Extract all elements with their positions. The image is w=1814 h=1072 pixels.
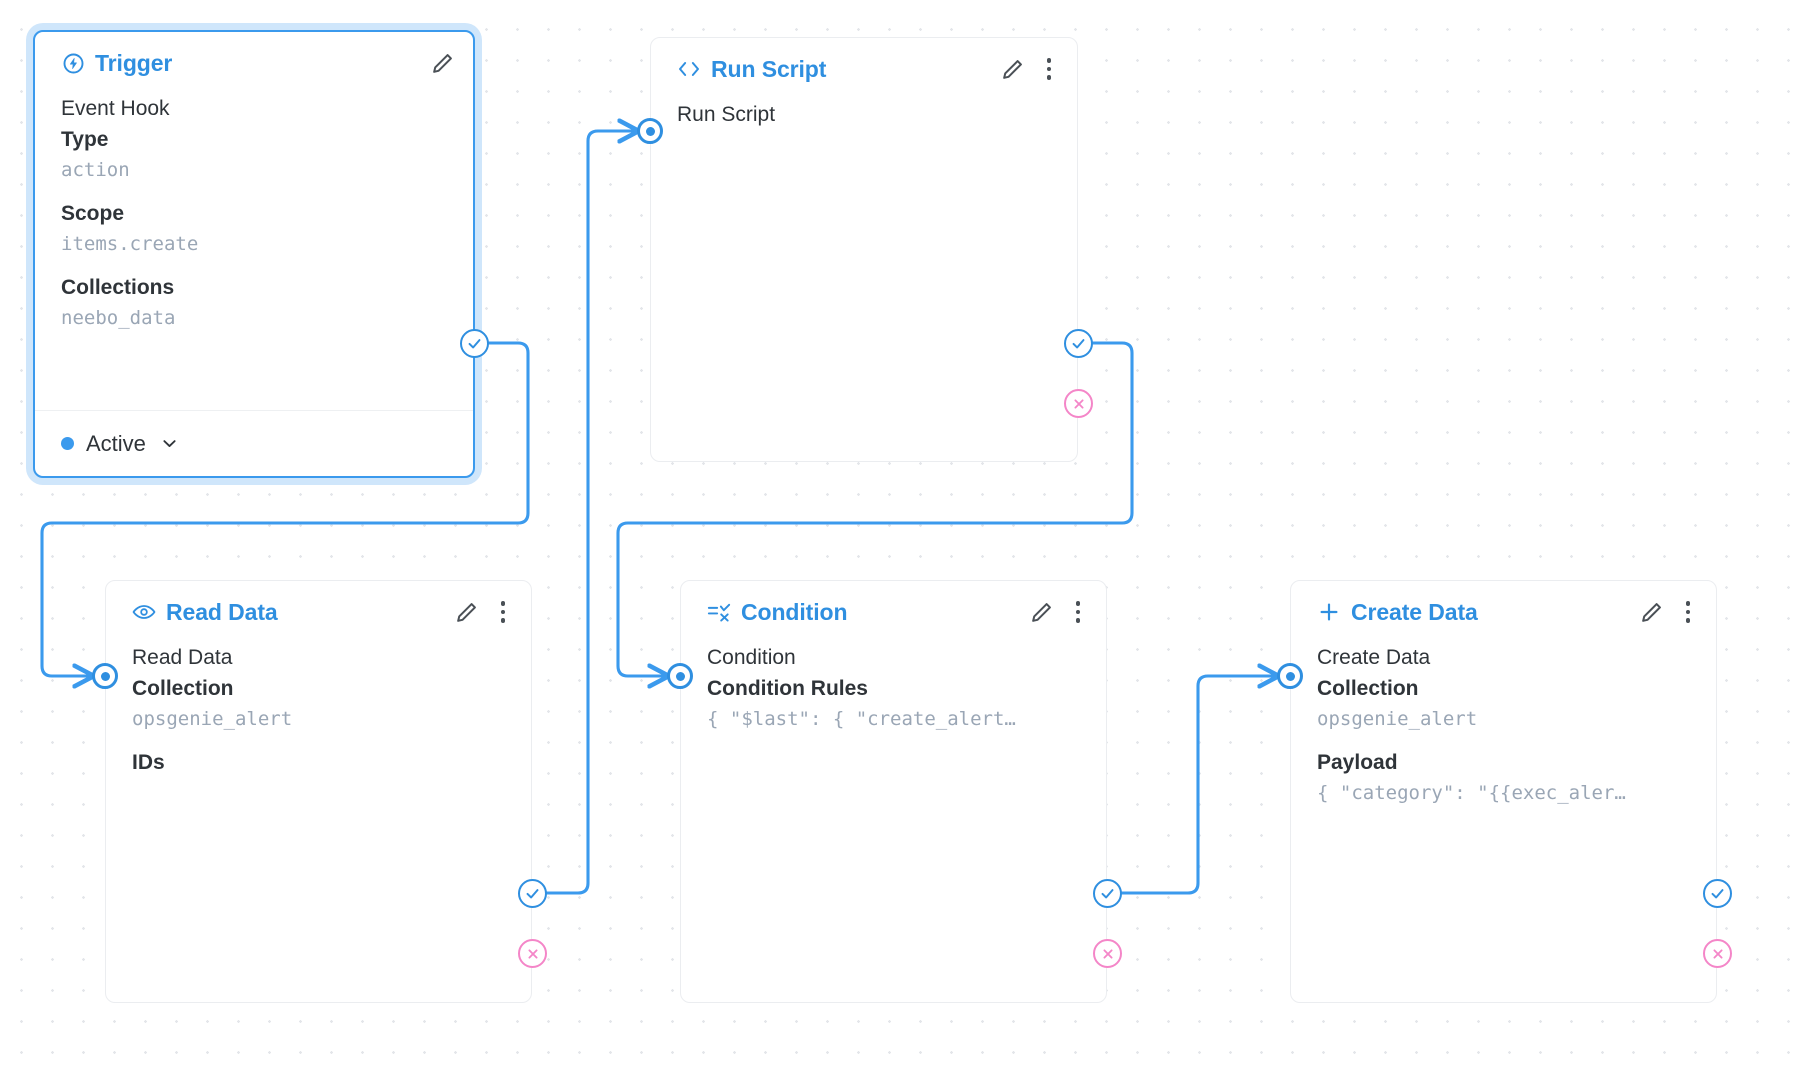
node-condition-actions	[1028, 599, 1088, 625]
node-run-script-actions	[999, 56, 1059, 82]
field-label-collection: Collection	[1317, 677, 1419, 700]
field-value-scope: items.create	[61, 233, 199, 255]
node-read-data-title: Read Data	[166, 598, 278, 625]
node-condition-row-name: Condition	[707, 646, 796, 669]
node-create-data-error-handle[interactable]	[1703, 939, 1732, 968]
node-condition-title-group: Condition	[707, 598, 848, 626]
field-value-collection: opsgenie_alert	[132, 708, 293, 730]
node-read-data-title-group: Read Data	[132, 599, 278, 626]
node-read-data-actions	[453, 599, 513, 625]
field-label-collections: Collections	[61, 276, 175, 299]
edit-pencil-icon[interactable]	[999, 56, 1025, 82]
node-read-data-header: Read Data	[106, 581, 531, 643]
node-condition-header: Condition	[681, 581, 1106, 643]
plus-icon	[1317, 600, 1341, 624]
edge-read-data-to-run-script	[529, 131, 639, 895]
chevron-down-icon[interactable]	[160, 434, 179, 453]
node-condition[interactable]: Condition Condition Condition Rules { "$…	[680, 580, 1107, 1003]
more-options-icon[interactable]	[1039, 56, 1059, 82]
node-create-data-body: Create Data Collection opsgenie_alert Pa…	[1291, 643, 1716, 1002]
node-run-script-input-port[interactable]	[637, 118, 663, 144]
node-condition-success-handle[interactable]	[1093, 879, 1122, 908]
status-badge: Active	[86, 430, 146, 456]
more-options-icon[interactable]	[1678, 599, 1698, 625]
node-condition-body: Condition Condition Rules { "$last": { "…	[681, 643, 1106, 1002]
node-trigger-actions	[429, 50, 455, 76]
edit-pencil-icon[interactable]	[1028, 599, 1054, 625]
more-options-icon[interactable]	[493, 599, 513, 625]
edit-pencil-icon[interactable]	[453, 599, 479, 625]
node-condition-input-port[interactable]	[667, 663, 693, 689]
node-run-script-title-group: Run Script	[677, 56, 826, 83]
more-options-icon[interactable]	[1068, 599, 1088, 625]
field-label-payload: Payload	[1317, 751, 1398, 774]
node-run-script-header: Run Script	[651, 38, 1077, 100]
node-read-data-error-handle[interactable]	[518, 939, 547, 968]
edge-condition-to-create-data	[1104, 676, 1279, 895]
field-label-collection: Collection	[132, 677, 234, 700]
node-trigger-header: Trigger	[35, 32, 473, 94]
node-run-script-success-handle[interactable]	[1064, 329, 1093, 358]
node-trigger-title-group: Trigger	[61, 50, 172, 77]
node-run-script[interactable]: Run Script Run Script	[650, 37, 1078, 462]
condition-filter-icon	[707, 600, 731, 624]
node-trigger-title: Trigger	[95, 49, 173, 76]
eye-icon	[132, 600, 156, 624]
node-run-script-row-name: Run Script	[677, 103, 776, 126]
node-read-data-row-name: Read Data	[132, 646, 233, 669]
lightning-bolt-circle-icon	[61, 51, 85, 75]
node-trigger-success-handle[interactable]	[460, 329, 489, 358]
field-label-ids: IDs	[132, 751, 165, 774]
node-create-data-actions	[1638, 599, 1698, 625]
node-condition-error-handle[interactable]	[1093, 939, 1122, 968]
field-value-collections: neebo_data	[61, 307, 176, 329]
node-run-script-error-handle[interactable]	[1064, 389, 1093, 418]
node-create-data-header: Create Data	[1291, 581, 1716, 643]
status-dot	[61, 437, 74, 450]
node-create-data[interactable]: Create Data Create Data Collection opsge…	[1290, 580, 1717, 1003]
node-trigger-row-name: Event Hook	[61, 97, 170, 120]
node-condition-title: Condition	[741, 598, 848, 625]
node-trigger[interactable]: Trigger Event Hook Type action Scope ite…	[33, 30, 475, 478]
node-run-script-body: Run Script	[651, 100, 1077, 461]
field-label-condition-rules: Condition Rules	[707, 677, 868, 700]
field-value-collection: opsgenie_alert	[1317, 708, 1478, 730]
code-brackets-icon	[677, 57, 701, 81]
field-label-type: Type	[61, 128, 109, 151]
node-read-data-input-port[interactable]	[92, 663, 118, 689]
field-value-type: action	[61, 159, 130, 181]
node-create-data-success-handle[interactable]	[1703, 879, 1732, 908]
node-create-data-input-port[interactable]	[1277, 663, 1303, 689]
node-read-data-success-handle[interactable]	[518, 879, 547, 908]
node-trigger-body: Event Hook Type action Scope items.creat…	[35, 94, 473, 476]
field-value-condition-rules: { "$last": { "create_alert…	[707, 708, 1016, 730]
node-create-data-row-name: Create Data	[1317, 646, 1431, 669]
field-label-scope: Scope	[61, 202, 125, 225]
node-create-data-title-group: Create Data	[1317, 599, 1478, 626]
node-read-data[interactable]: Read Data Read Data Collection opsgenie_…	[105, 580, 532, 1003]
node-run-script-title: Run Script	[711, 55, 827, 82]
edit-pencil-icon[interactable]	[429, 50, 455, 76]
field-value-payload: { "category": "{{exec_aler…	[1317, 782, 1626, 804]
node-trigger-footer[interactable]: Active	[35, 410, 473, 476]
edit-pencil-icon[interactable]	[1638, 599, 1664, 625]
node-read-data-body: Read Data Collection opsgenie_alert IDs	[106, 643, 531, 1002]
node-create-data-title: Create Data	[1351, 598, 1478, 625]
